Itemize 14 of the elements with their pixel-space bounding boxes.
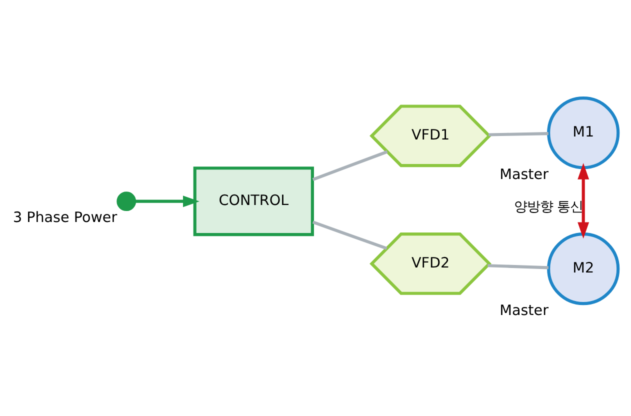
node-label: Master (500, 302, 548, 319)
arrow (578, 162, 590, 238)
node-label: 3 Phase Power (12, 209, 118, 226)
connector (312, 220, 388, 250)
node-box: CONTROL (193, 166, 314, 236)
connector (488, 264, 549, 269)
node-circle (116, 191, 136, 211)
node-label: Master (500, 166, 548, 183)
connector (488, 132, 548, 136)
node-circle: M2 (547, 232, 620, 305)
connector (312, 150, 388, 180)
arrow (136, 195, 200, 207)
edge-label: 양방향 통신 (514, 200, 584, 215)
node-circle: M1 (547, 96, 620, 169)
